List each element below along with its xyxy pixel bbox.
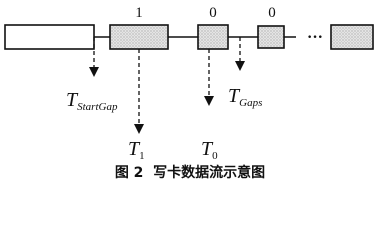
label-t-gaps: TGaps	[228, 85, 262, 109]
data-block-4	[330, 24, 374, 50]
label-t-start-gap: TStartGap	[66, 89, 118, 113]
label-t0: T0	[201, 138, 218, 162]
dataflow-diagram: 1 0 0 ··· TStartGap TGaps T1 T0 图 2	[4, 5, 374, 181]
start-block	[4, 24, 95, 50]
block-value-2: 0	[209, 5, 217, 21]
block-value-1: 1	[135, 5, 143, 21]
ellipsis: ···	[307, 29, 323, 46]
figure-caption: 图 2 写卡数据流示意图	[115, 164, 265, 181]
block-value-3: 0	[268, 5, 276, 21]
data-block-1	[109, 24, 169, 50]
label-t1: T1	[128, 138, 145, 162]
figure-canvas: 1 0 0 ··· TStartGap TGaps T1 T0 图 2	[4, 5, 374, 181]
start-gap-arrow-head	[89, 67, 99, 77]
t1-arrow-head	[134, 124, 144, 134]
data-block-2	[197, 24, 229, 50]
t0-arrow-head	[204, 96, 214, 106]
gaps-arrow-head	[235, 61, 245, 71]
data-block-3	[257, 25, 285, 49]
